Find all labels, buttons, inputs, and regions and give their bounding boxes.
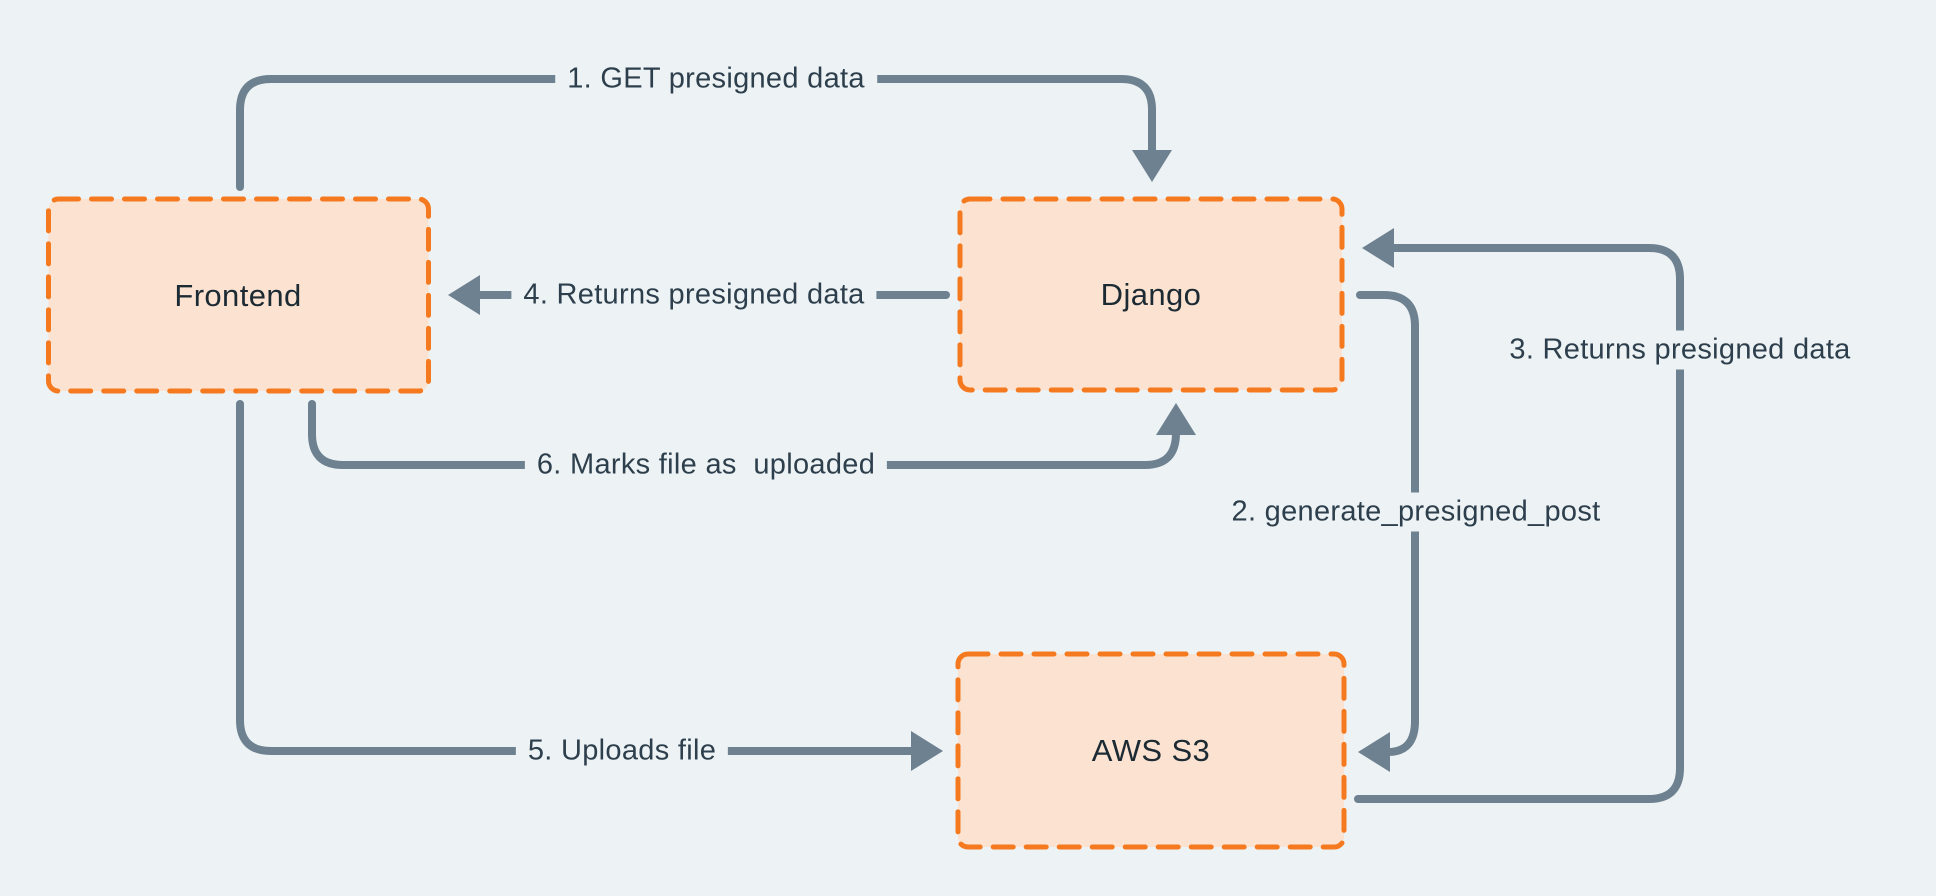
edge-6-label: 6. Marks file as uploaded [524,445,888,485]
edge-1-label: 1. GET presigned data [555,59,877,99]
frontend-node-box [46,196,431,394]
edge-5-uploads-file-arrow [236,400,943,771]
aws-s3-node-box [955,651,1347,850]
aws-s3-node-label: AWS S3 [1091,733,1211,768]
edge-2-generate-presigned-post-arrow [1356,291,1419,772]
edge-6-marks-file-uploaded-arrow [308,400,1196,469]
frontend-node-label: Frontend [174,278,302,313]
edge-3-label: 3. Returns presigned data [1497,330,1863,370]
edge-2-label: 2. generate_presigned_post [1219,492,1613,532]
edge-3-returns-presigned-data-arrow [1354,228,1684,803]
django-node-box [957,196,1345,393]
edge-4-label: 4. Returns presigned data [511,275,877,315]
edge-5-label: 5. Uploads file [515,731,729,771]
django-node-label: Django [1100,277,1202,312]
